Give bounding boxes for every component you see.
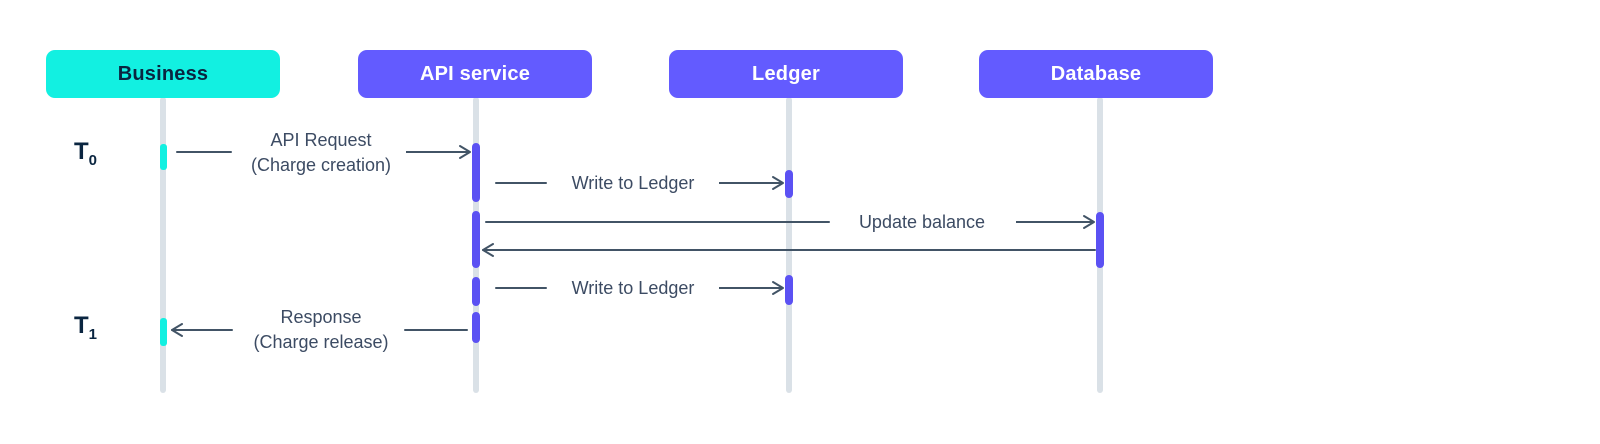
message-response-label: Response (Charge release) [234, 305, 408, 355]
message-api-request-line-left [176, 151, 232, 153]
time-label-t0: T0 [74, 138, 97, 169]
activation-bar-api-3 [472, 277, 480, 306]
actor-business: Business [46, 50, 280, 98]
time-label-t1: T1 [74, 312, 97, 343]
message-response-line-right [404, 329, 468, 331]
actor-database-label: Database [1050, 62, 1142, 85]
arrow-right-icon [719, 281, 784, 295]
activation-bar-database [1096, 212, 1104, 268]
arrow-right-icon [1016, 215, 1095, 229]
activation-bar-api-2 [472, 211, 480, 268]
time-label-t0-base: T [74, 138, 89, 165]
arrow-right-icon [406, 145, 471, 159]
message-update-balance-line-left [485, 221, 830, 223]
activation-bar-ledger-1 [785, 170, 793, 198]
message-api-request-label-line1: API Request [270, 130, 372, 150]
message-write-to-ledger-2-line-left [495, 287, 547, 289]
message-response-label-line2: (Charge release) [253, 332, 389, 352]
actor-ledger: Ledger [669, 50, 903, 98]
message-write-to-ledger-1-label: Write to Ledger [571, 173, 695, 193]
actor-database: Database [979, 50, 1213, 98]
arrow-left-icon [482, 243, 1096, 257]
actor-api-service: API service [358, 50, 592, 98]
time-label-t1-base: T [74, 312, 89, 339]
message-write-to-ledger-2-label: Write to Ledger [571, 278, 695, 298]
arrow-left-icon [171, 323, 233, 337]
actor-business-label: Business [117, 62, 209, 85]
lifeline-business [160, 97, 166, 393]
message-api-request-label: API Request (Charge creation) [234, 128, 408, 178]
time-label-t1-sub: 1 [88, 325, 98, 343]
message-api-request-label-line2: (Charge creation) [250, 155, 392, 175]
actor-api-service-label: API service [419, 62, 531, 85]
activation-bar-api-4 [472, 312, 480, 343]
message-response-label-line1: Response [280, 307, 362, 327]
arrow-right-icon [719, 176, 784, 190]
time-label-t0-sub: 0 [88, 151, 98, 169]
actor-ledger-label: Ledger [752, 62, 820, 85]
lifeline-ledger [786, 97, 792, 393]
message-write-to-ledger-1-line-left [495, 182, 547, 184]
activation-bar-business-t0 [160, 144, 167, 170]
activation-bar-business-t1 [160, 318, 167, 346]
activation-bar-api-1 [472, 143, 480, 202]
activation-bar-ledger-2 [785, 275, 793, 305]
message-update-balance-label: Update balance [858, 212, 986, 232]
